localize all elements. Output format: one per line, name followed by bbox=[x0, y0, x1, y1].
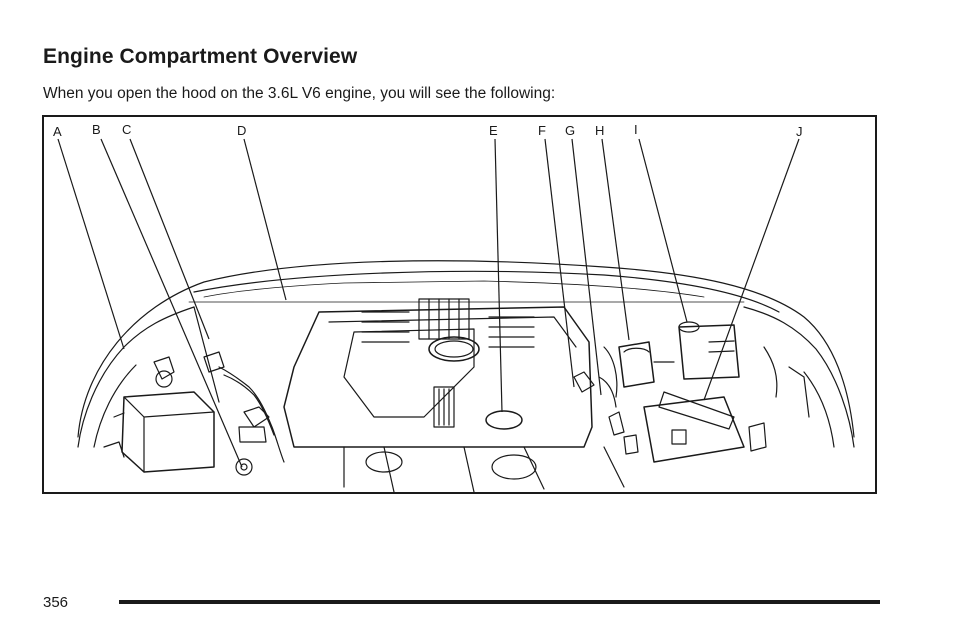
callout-label: H bbox=[595, 123, 604, 138]
callout-label: I bbox=[634, 122, 638, 137]
callout-label: A bbox=[53, 124, 62, 139]
callout-label: D bbox=[237, 123, 246, 138]
engine-drawing: A B C D E F G H I J bbox=[53, 122, 855, 492]
page-title: Engine Compartment Overview bbox=[43, 45, 358, 68]
callout-label: G bbox=[565, 123, 575, 138]
intro-text: When you open the hood on the 3.6L V6 en… bbox=[43, 85, 556, 102]
footer-rule bbox=[119, 600, 880, 604]
callout-label: C bbox=[122, 122, 131, 137]
callout-label: F bbox=[538, 123, 546, 138]
callout-label: J bbox=[796, 124, 803, 139]
page-number: 356 bbox=[43, 594, 69, 611]
callout-label: E bbox=[489, 123, 498, 138]
engine-compartment-illustration: A B C D E F G H I J bbox=[42, 115, 877, 494]
callout-label: B bbox=[92, 122, 101, 137]
